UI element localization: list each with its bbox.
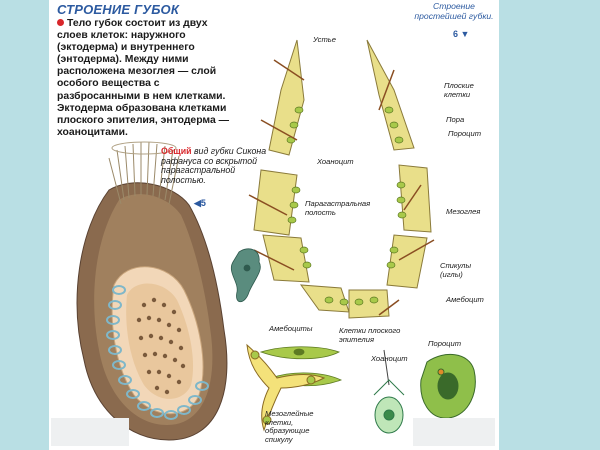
choanocyte-cell: [373, 349, 405, 434]
amoebocyte-cells: [230, 248, 261, 303]
footer-box-left: [51, 418, 129, 446]
right-figure-caption: Строение простейшей губки.: [414, 1, 494, 21]
label-ploskie: Плоские клетки: [444, 81, 474, 99]
figure-ref-5: ◀5: [194, 198, 206, 208]
label-amebocity-left: Амебоциты: [269, 324, 313, 333]
intro-text: Тело губок состоит из двух слоев клеток:…: [57, 18, 230, 138]
label-spikuly: Спикулы (иглы): [440, 261, 472, 279]
label-kletki-epit: Клетки плоского эпителия: [339, 326, 401, 344]
page-title: СТРОЕНИЕ ГУБОК: [57, 2, 180, 17]
intro-text-block: Тело губок состоит из двух слоев клеток:…: [57, 18, 233, 139]
label-porocit-bottom: Пороцит: [428, 339, 462, 348]
sponge-illustrations: [76, 39, 476, 441]
figure-ref-6: 6 ▼: [453, 29, 470, 39]
label-pora: Пора: [446, 115, 465, 124]
label-paragastr: Парагастральная полость: [305, 199, 371, 217]
label-mezogleinye: Мезоглейные клетки, образующие спикулу: [265, 409, 314, 444]
sponge-body-illustration: [76, 141, 228, 441]
label-ustye: Устье: [313, 35, 337, 44]
porocyte-cell: [420, 353, 476, 419]
label-hoanocit-bottom: Хоаноцит: [371, 354, 408, 363]
footer-box-right: [413, 418, 495, 446]
label-porocit: Пороцит: [448, 129, 482, 138]
caption-text: вид губки Сикона рафануса со вскрытой па…: [161, 146, 267, 185]
spicule-cell: [246, 343, 326, 432]
label-mezogleya: Мезоглея: [446, 207, 481, 216]
caption-accent: Общий: [161, 146, 192, 156]
left-figure-caption: Общий вид губки Сикона рафануса со вскры…: [161, 146, 271, 185]
label-amebocit-right: Амебоцит: [446, 295, 484, 304]
bullet-icon: [57, 19, 64, 26]
label-hoanocit-top: Хоаноцит: [317, 157, 354, 166]
textbook-page: СТРОЕНИЕ ГУБОК Тело губок состоит из дву…: [49, 0, 499, 450]
sponge-section-illustration: [248, 39, 435, 319]
